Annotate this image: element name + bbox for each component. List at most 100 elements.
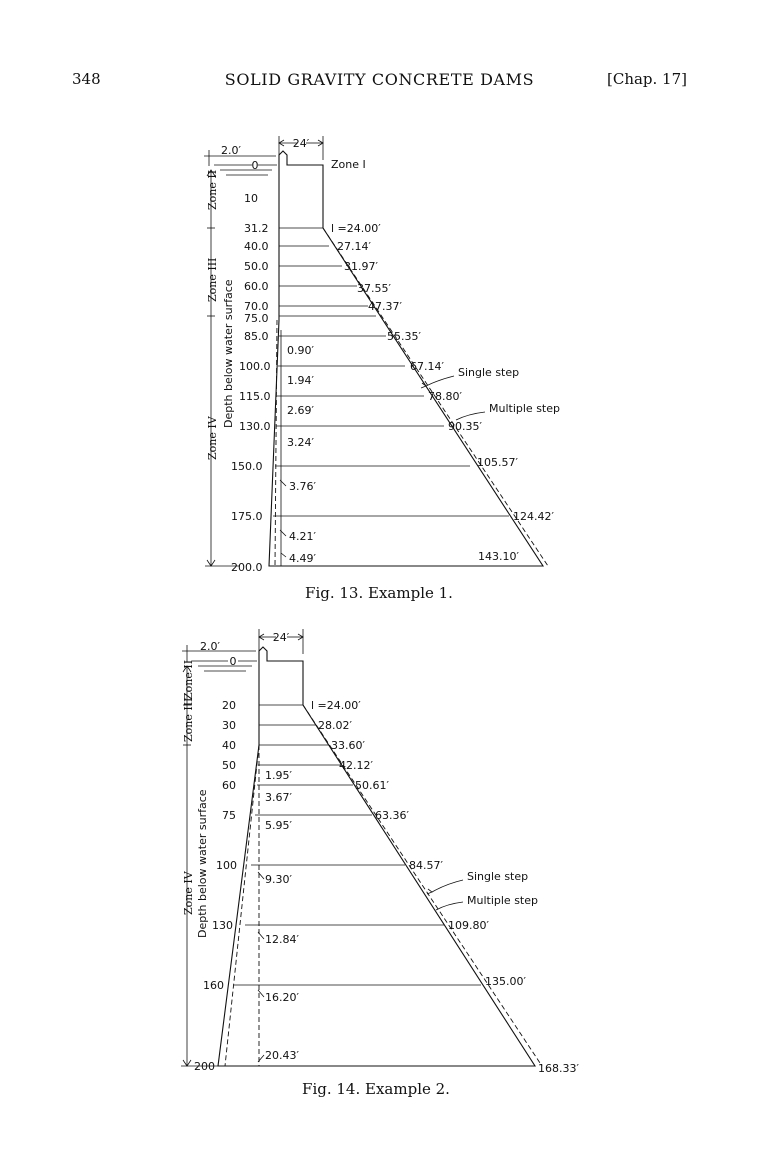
width-label: l =24.00′ [311,699,361,712]
depth-label: 31.2 [244,222,269,235]
upstream-offsets: 1.95′ 3.67′ 5.95′ 9.30′ 12.84′ 16.20′ 20… [257,769,299,1063]
width-label: 78.80′ [428,390,462,403]
chapter-label: [Chap. 17] [606,70,687,88]
width-label: 50.61′ [355,779,389,792]
water-surface: 0 [214,159,277,176]
depth-label: 175.0 [231,510,263,523]
downstream-widths: l =24.00′ 28.02′ 33.60′ 42.12′ 50.61′ 63… [311,699,579,1075]
depth-label: 10 [244,192,258,205]
depth-label: 160 [203,979,224,992]
width-label: 124.42′ [513,510,554,523]
freeboard-label: 2.0′ [200,640,220,653]
zone2-label: Zone II [182,660,195,700]
width-label: 33.60′ [331,739,365,752]
zone4-label: Zone IV [206,415,219,460]
depth-label: 100.0 [239,360,271,373]
page-header: 348 SOLID GRAVITY CONCRETE DAMS [Chap. 1… [0,70,759,94]
width-label: 27.14′ [337,240,371,253]
dam-section [217,646,543,1067]
offset-label: 20.43′ [265,1049,299,1062]
figure-13-caption: Fig. 13. Example 1. [305,584,453,602]
crest-dimension: 24′ [278,136,324,160]
depth-label: 75.0 [244,312,269,325]
step-annotations: Single step Multiple step [426,870,538,911]
zone1-label: Zone I [331,158,366,171]
depth-axis-label: Depth below water surface [222,279,235,428]
freeboard-dimension: 2.0′ [182,640,256,662]
step-annotations: Single step Multiple step [420,366,560,421]
depth-lines [269,227,543,567]
zone3-label: Zone III [182,698,195,742]
crest-width-label: 24′ [293,137,310,150]
offset-label: 16.20′ [265,991,299,1004]
width-label: 109.80′ [448,919,489,932]
width-label: 31.97′ [344,260,378,273]
depth-labels: 10 31.2 40.0 50.0 60.0 70.0 75.0 85.0 10… [231,192,271,574]
depth-label: 130 [212,919,233,932]
offset-label: 0.90′ [287,344,314,357]
depth-label: 200 [194,1060,215,1073]
width-label: 28.02′ [318,719,352,732]
depth-label: 60.0 [244,280,269,293]
width-label: 55.35′ [387,330,421,343]
multiple-step-label: Multiple step [489,402,560,415]
offset-label: 2.69′ [287,404,314,417]
depth-label: 85.0 [244,330,269,343]
freeboard-label: 2.0′ [221,144,241,157]
depth-label: 60 [222,779,236,792]
width-label: 135.00′ [485,975,526,988]
width-label: 143.10′ [478,550,519,563]
depth-labels: 20 30 40 50 60 75 100 130 160 200 [194,699,237,1073]
offset-label: 1.94′ [287,374,314,387]
page-number: 348 [72,70,101,88]
depth-label: 130.0 [239,420,271,433]
depth-axis-label: Depth below water surface [196,789,209,938]
width-label: l =24.00′ [331,222,381,235]
dam-section [268,150,549,567]
offset-label: 12.84′ [265,933,299,946]
offset-label: 3.76′ [289,480,316,493]
depth-lines [218,704,535,1067]
width-label: 168.33′ [538,1062,579,1075]
width-label: 47.37′ [368,300,402,313]
width-label: 42.12′ [339,759,373,772]
upstream-offsets: 0.90′ 1.94′ 2.69′ 3.24′ 3.76′ 4.21′ 4.49… [279,344,316,565]
depth-label: 20 [222,699,236,712]
depth-label: 75 [222,809,236,822]
single-step-label: Single step [458,366,519,379]
downstream-widths: l =24.00′ 27.14′ 31.97′ 37.55′ 47.37′ 55… [331,222,554,563]
offset-label: 3.67′ [265,791,292,804]
running-title: SOLID GRAVITY CONCRETE DAMS [224,70,535,89]
depth-label: 150.0 [231,460,263,473]
offset-label: 3.24′ [287,436,314,449]
width-label: 37.55′ [357,282,391,295]
figure-14: 24′ 2.0′ 0 Zone II Zone III [181,629,579,1098]
figure-14-caption: Fig. 14. Example 2. [302,1080,450,1098]
width-label: 105.57′ [477,456,518,469]
depth-label: 115.0 [239,390,271,403]
zone3-label: Zone III [206,258,219,302]
freeboard-dimension: 2.0′ [204,144,276,166]
water-surface: 0 [192,655,257,672]
width-label: 67.14′ [410,360,444,373]
width-label: 63.36′ [375,809,409,822]
depth-label: 40 [222,739,236,752]
depth-label: 50.0 [244,260,269,273]
offset-label: 4.49′ [289,552,316,565]
depth-label: 50 [222,759,236,772]
depth-label: 70.0 [244,300,269,313]
crest-width-label: 24′ [273,631,290,644]
offset-label: 9.30′ [265,873,292,886]
offset-label: 1.95′ [265,769,292,782]
zone-brackets: Zone II Zone III Zone IV Depth below wat… [181,660,218,1067]
multiple-step-label: Multiple step [467,894,538,907]
width-label: 90.35′ [448,420,482,433]
zone-brackets: Zone II Zone III Zone IV Zone I Depth be… [205,158,366,567]
figure-13: 24′ 2.0′ 0 [204,136,560,602]
offset-label: 5.95′ [265,819,292,832]
surface-depth: 0 [230,655,237,668]
crest-dimension: 24′ [258,629,304,654]
surface-depth: 0 [252,159,259,172]
zone4-label: Zone IV [182,870,195,915]
width-label: 84.57′ [409,859,443,872]
